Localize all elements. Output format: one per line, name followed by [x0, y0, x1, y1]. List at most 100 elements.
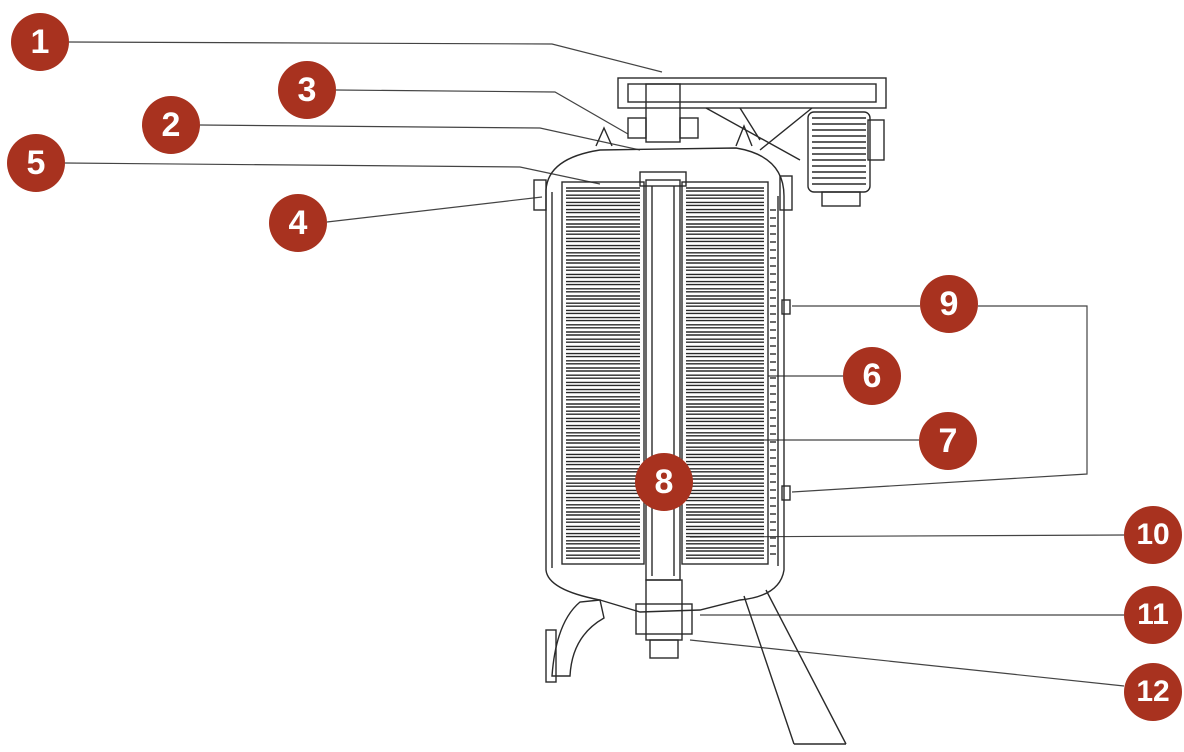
filter-disc-left — [566, 396, 640, 401]
callout-label-6: 6 — [862, 357, 882, 395]
filter-disc-left — [566, 432, 640, 437]
filter-disc-left — [566, 288, 640, 293]
filter-disc-left — [566, 324, 640, 329]
gland-right — [679, 117, 699, 139]
filter-disc-left — [566, 489, 640, 495]
filter-disc-right — [686, 417, 764, 423]
filter-disc-right — [686, 244, 764, 250]
filter-disc-left — [566, 388, 640, 394]
filter-disc-left — [566, 439, 640, 444]
vessel-body — [533, 77, 887, 745]
callout-marker-11: 11 — [1124, 586, 1182, 644]
filter-disc-right — [686, 302, 764, 307]
filter-disc-left — [566, 417, 640, 423]
callout-marker-9: 9 — [920, 275, 978, 333]
support-leg — [743, 589, 847, 745]
callout-marker-3: 3 — [278, 61, 336, 119]
filter-disc-right — [686, 396, 764, 401]
filter-disc-left — [566, 525, 640, 531]
filter-disc-right — [686, 345, 764, 351]
filter-disc-left — [566, 475, 640, 480]
filter-disc-left — [566, 316, 640, 322]
filter-disc-left — [566, 187, 640, 192]
sight-port-lower — [781, 485, 791, 501]
filter-disc-right — [686, 532, 764, 538]
filter-disc-right — [686, 504, 764, 509]
filter-disc-left — [566, 482, 640, 487]
callout-label-2: 2 — [161, 106, 181, 144]
callout-marker-10: 10 — [1124, 506, 1182, 564]
filter-disc-left — [566, 360, 640, 365]
bottom-assembly — [645, 579, 683, 641]
filter-disc-left — [566, 381, 640, 387]
sight-port-upper — [781, 299, 791, 315]
outlet-flange — [545, 629, 557, 683]
filter-disc-left — [566, 273, 640, 279]
filter-disc-left — [566, 460, 640, 466]
filter-disc-left — [566, 331, 640, 336]
filter-disc-right — [686, 489, 764, 495]
lift-lug-left — [595, 126, 613, 147]
drive-frame — [617, 77, 887, 109]
filter-disc-right — [686, 208, 764, 214]
filter-disc-right — [686, 309, 764, 315]
motor-cap — [821, 191, 861, 207]
filter-disc-left — [566, 280, 640, 286]
filter-disc-right — [686, 518, 764, 523]
callout-marker-1: 1 — [11, 13, 69, 71]
filter-disc-left — [566, 201, 640, 207]
filter-disc-right — [686, 237, 764, 243]
filter-disc-left — [566, 266, 640, 271]
filter-disc-left — [566, 453, 640, 459]
filter-disc-left — [566, 244, 640, 250]
filter-disc-left — [566, 216, 640, 221]
filter-disc-right — [686, 201, 764, 207]
filter-disc-right — [686, 216, 764, 221]
filter-disc-right — [686, 338, 764, 343]
filter-disc-left — [566, 338, 640, 343]
filter-disc-left — [566, 295, 640, 300]
central-tube — [645, 179, 681, 581]
filter-disc-left — [566, 374, 640, 379]
filter-disc-left — [566, 259, 640, 264]
filter-disc-right — [686, 388, 764, 394]
leader-line-5 — [64, 162, 601, 185]
filter-disc-right — [686, 496, 764, 502]
leader-line-1 — [68, 41, 663, 73]
callout-marker-12: 12 — [1124, 663, 1182, 721]
callout-marker-8: 8 — [635, 453, 693, 511]
filter-disc-right — [686, 453, 764, 459]
filter-disc-right — [686, 439, 764, 444]
filter-disc-right — [686, 410, 764, 415]
filter-disc-right — [686, 324, 764, 329]
filter-disc-left — [566, 230, 640, 235]
disc-stack-left-frame — [561, 181, 645, 565]
callout-label-1: 1 — [30, 23, 50, 61]
filter-disc-right — [686, 554, 764, 559]
leader-line-9 — [791, 305, 1088, 493]
filter-disc-right — [686, 374, 764, 379]
nozzle-right — [779, 175, 793, 211]
motor-flange — [867, 119, 885, 161]
filter-disc-right — [686, 288, 764, 293]
filter-disc-right — [686, 525, 764, 531]
leader-line-4 — [326, 196, 543, 223]
drive-bracket — [705, 107, 813, 161]
nozzle-left — [533, 179, 547, 211]
filter-disc-left — [566, 367, 640, 372]
filter-disc-right — [686, 424, 764, 430]
filter-disc-right — [686, 540, 764, 545]
callout-label-4: 4 — [288, 204, 308, 242]
filter-disc-left — [566, 554, 640, 559]
filter-disc-left — [566, 410, 640, 415]
callout-label-5: 5 — [26, 144, 46, 182]
filter-disc-right — [686, 259, 764, 264]
callout-label-7: 7 — [938, 422, 958, 460]
callout-marker-2: 2 — [142, 96, 200, 154]
filter-disc-right — [686, 223, 764, 228]
filter-disc-left — [566, 424, 640, 430]
callout-label-8: 8 — [654, 463, 674, 501]
drain-valve — [649, 639, 679, 659]
